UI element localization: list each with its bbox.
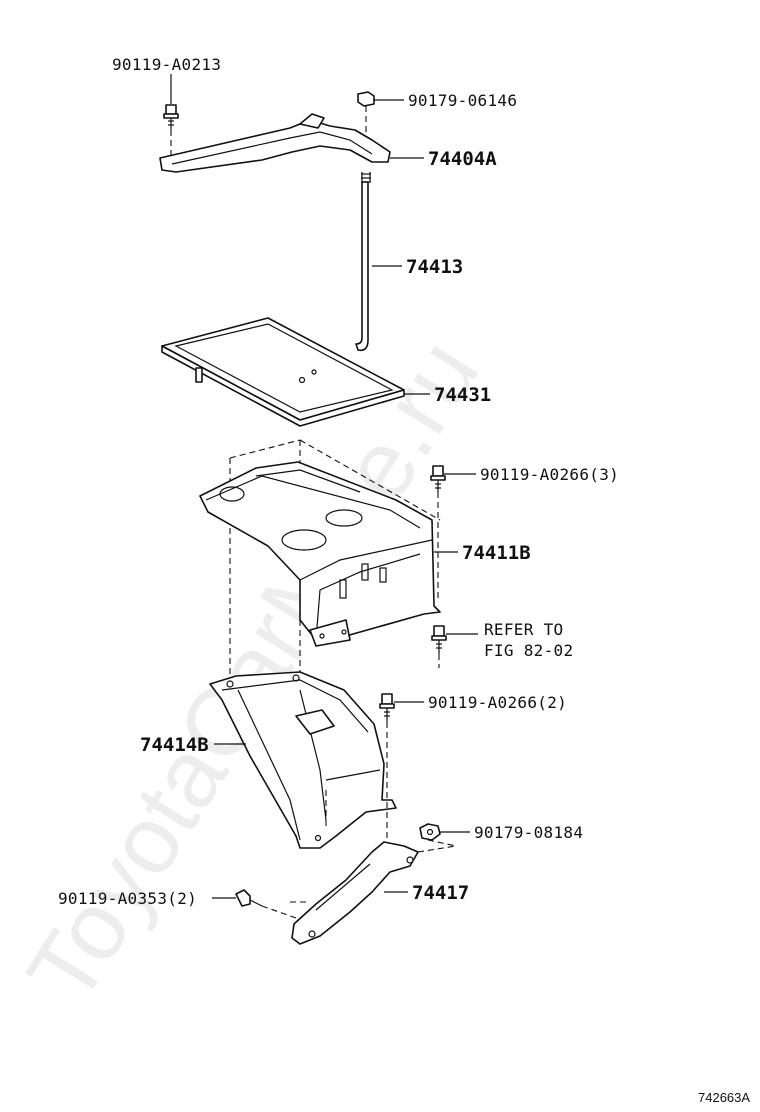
callout-refer-to: REFER TO <box>484 620 563 639</box>
nut-90179-08184 <box>419 823 457 847</box>
battery-clamp-74404a <box>159 113 391 173</box>
callout-74404a: 74404A <box>428 148 497 170</box>
callout-74431: 74431 <box>434 384 491 406</box>
bolt-90119-a0213 <box>163 104 179 160</box>
bolt-90119-a0353-2 <box>235 889 306 919</box>
callout-74413: 74413 <box>406 256 463 278</box>
battery-rod-74413 <box>355 172 371 352</box>
callout-fig-82-02: FIG 82-02 <box>484 641 573 660</box>
alignment-lines <box>229 439 441 680</box>
battery-tray-74431 <box>161 317 405 427</box>
battery-box-74411b <box>199 461 441 647</box>
battery-bracket-74414b <box>209 671 397 849</box>
battery-stay-74417 <box>291 841 457 945</box>
callout-74411b: 74411B <box>462 542 531 564</box>
bolt-90119-a0266-2 <box>379 693 395 840</box>
bolt-refer-fig <box>431 625 447 668</box>
bolt-90119-a0266-3 <box>430 465 446 600</box>
watermark-text: ToyotaCarMine.ru <box>7 322 499 1021</box>
callout-90119-a0266-2: 90119-A0266(2) <box>428 693 567 712</box>
callout-90179-08184: 90179-08184 <box>474 823 583 842</box>
callout-90179-06146: 90179-06146 <box>408 91 517 110</box>
figure-id: 742663A <box>698 1090 750 1105</box>
callout-90119-a0213: 90119-A0213 <box>112 55 221 74</box>
callout-90119-a0266-3: 90119-A0266(3) <box>480 465 619 484</box>
callout-90119-a0353-2: 90119-A0353(2) <box>58 889 197 908</box>
callout-74417: 74417 <box>412 882 469 904</box>
nut-90179-06146 <box>357 91 375 140</box>
callout-74414b: 74414B <box>140 734 209 756</box>
